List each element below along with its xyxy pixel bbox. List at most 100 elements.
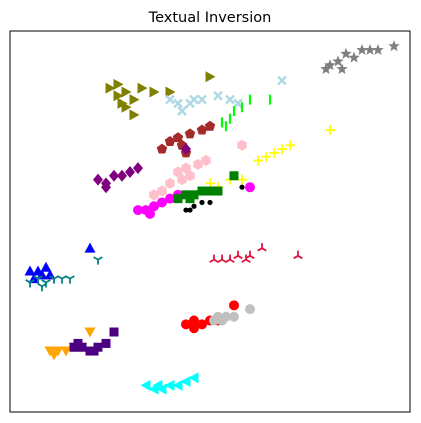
data-point [117,169,127,182]
data-point [277,75,287,86]
data-point [199,199,205,206]
data-point [24,265,36,276]
plot-area [9,30,411,413]
data-point [157,185,167,197]
data-point [133,205,143,216]
data-point [348,51,360,63]
points-layer [24,40,400,395]
data-point [245,250,255,260]
data-point [185,170,195,182]
data-point [229,311,239,322]
data-point [149,86,160,98]
data-point [197,94,207,105]
data-point [239,184,245,190]
chart-title: Textual Inversion [148,10,272,26]
series-17 [69,327,119,356]
data-point [229,300,239,311]
data-point [213,186,223,196]
data-point [183,207,189,213]
data-point [137,82,148,94]
data-point [129,94,140,106]
data-point [172,379,183,391]
data-point [164,379,175,391]
series-11 [209,243,303,263]
data-point [207,199,213,206]
data-point [37,282,47,292]
data-point [149,189,159,201]
data-point [340,47,352,59]
series-12 [24,242,96,284]
data-point [133,162,143,175]
data-point [285,140,295,151]
data-point [93,256,103,265]
data-point [201,155,211,167]
data-point [28,273,40,284]
data-point [125,165,135,178]
data-point [225,94,235,105]
data-point [44,269,56,280]
data-point [205,71,216,83]
data-point [237,174,247,185]
data-point [193,158,203,170]
data-point [173,98,183,109]
data-point [205,186,215,196]
data-point [245,304,255,315]
data-point [181,143,191,156]
data-point [185,194,195,204]
data-point [157,197,167,208]
data-point [180,376,191,388]
data-point [293,250,303,260]
data-point [332,55,344,67]
data-point [388,40,400,52]
data-point [372,44,384,55]
data-point [245,182,255,193]
data-point [165,94,175,105]
data-point [140,379,151,391]
data-point [253,155,263,166]
data-point [356,44,368,55]
data-point [117,97,128,109]
data-point [237,139,247,151]
series-15 [209,304,255,326]
data-point [65,275,75,284]
data-point [25,279,35,288]
data-point [36,269,48,280]
data-point [165,86,176,98]
data-point [233,98,243,109]
data-point [364,44,376,55]
series-14 [181,300,239,334]
data-point [145,208,155,219]
data-point [113,78,124,90]
data-point [197,186,207,196]
data-point [93,173,103,186]
data-point [188,372,199,384]
data-point [84,242,96,253]
data-point [33,275,43,284]
data-point [336,63,348,74]
data-point [60,346,72,357]
data-point [261,151,271,162]
data-point [109,169,119,182]
data-point [225,254,235,263]
series-4 [156,120,216,158]
data-point [48,350,60,361]
data-point [165,177,175,189]
data-point [269,147,279,158]
series-5 [93,143,191,194]
data-point [187,207,193,213]
data-point [209,315,219,326]
data-point [204,120,216,131]
data-point [189,94,199,105]
data-point [177,174,187,186]
data-point [197,319,207,330]
data-point [164,135,176,146]
data-point [101,338,111,348]
data-point [181,319,191,330]
data-point [229,171,239,181]
series-2 [165,75,287,116]
data-point [149,201,159,212]
data-point [129,109,140,121]
series-3 [220,94,272,132]
data-point [84,327,96,338]
